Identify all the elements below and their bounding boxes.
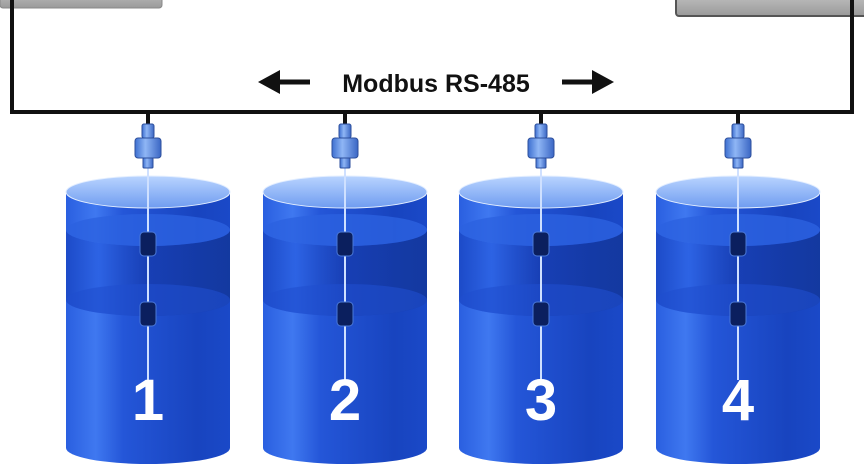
sensor-head-icon [534, 123, 548, 139]
tank-number: 2 [329, 368, 361, 433]
float-upper-icon [336, 231, 354, 257]
float-upper-icon [532, 231, 550, 257]
float-lower-icon [336, 301, 354, 327]
sensor-neck-icon [339, 157, 351, 169]
sensor-head-icon [731, 123, 745, 139]
float-lower-icon [532, 301, 550, 327]
bus-label: Modbus RS-485 [342, 70, 530, 98]
tank-3: 3 [458, 112, 624, 464]
sensor-neck-icon [535, 157, 547, 169]
sensor-body-icon [331, 137, 359, 159]
float-upper-icon [139, 231, 157, 257]
sensor-head-icon [338, 123, 352, 139]
float-lower-icon [729, 301, 747, 327]
left-arrow-icon [258, 70, 280, 94]
tank-number: 1 [132, 368, 164, 433]
sensor-head-icon [141, 123, 155, 139]
float-lower-icon [139, 301, 157, 327]
left-device-box [0, 0, 163, 9]
sensor-body-icon [527, 137, 555, 159]
tank-4: 4 [655, 112, 821, 464]
right-arrow-icon [592, 70, 614, 94]
sensor-neck-icon [142, 157, 154, 169]
sensor-neck-icon [732, 157, 744, 169]
tank-number: 4 [722, 368, 754, 433]
tank-2: 2 [262, 112, 428, 464]
sensor-body-icon [724, 137, 752, 159]
right-device-box [675, 0, 864, 17]
tank-number: 3 [525, 368, 557, 433]
float-upper-icon [729, 231, 747, 257]
bus-label-group: Modbus RS-485 [258, 70, 614, 98]
sensor-body-icon [134, 137, 162, 159]
tank-1: 1 [65, 112, 231, 464]
bus-line [10, 0, 854, 114]
